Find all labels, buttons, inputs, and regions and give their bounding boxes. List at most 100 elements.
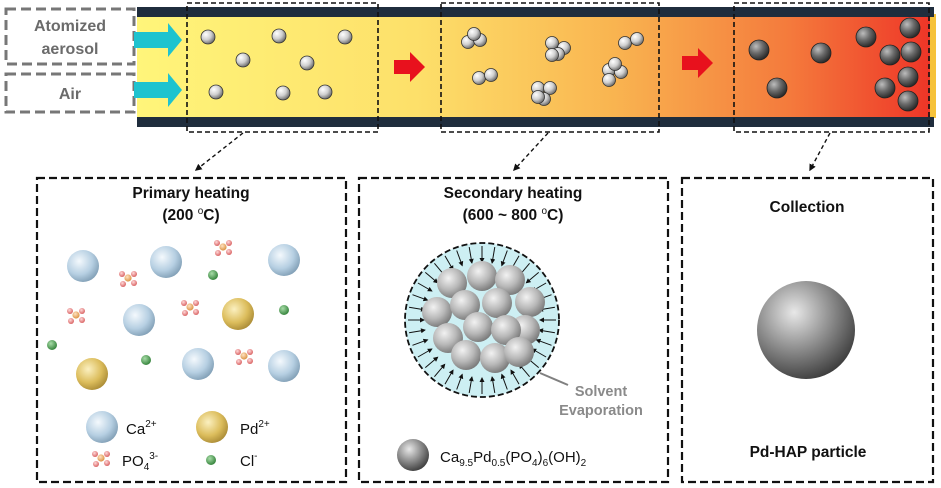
zone-box-collection — [733, 2, 930, 133]
particle — [897, 90, 919, 112]
zone2-clusters — [461, 27, 644, 106]
panel-collection-title: Collection — [770, 199, 845, 216]
flow-arrow-1 — [394, 52, 425, 82]
evaporation-arrow — [490, 376, 496, 393]
evaporation-arrow — [424, 272, 439, 284]
droplet — [235, 52, 251, 68]
air-label: Air — [59, 86, 81, 103]
particle — [879, 44, 901, 66]
cl-ion — [141, 355, 151, 365]
particle-cluster — [545, 36, 571, 62]
evaporation-arrow — [531, 348, 547, 358]
aerosol-inlet-arrow — [134, 23, 182, 57]
evaporation-arrow — [412, 338, 429, 346]
tube-bottom-wall — [137, 117, 934, 127]
particle-cluster — [472, 68, 498, 85]
evaporation-arrow — [500, 250, 508, 267]
po4-ion — [67, 308, 85, 324]
product-formula: Ca9.5Pd0.5(PO4)6(OH)2 — [440, 449, 587, 469]
legend-ca-label: Ca2+ — [126, 419, 157, 438]
zone-box-secondary — [440, 2, 660, 133]
tube-reactor — [137, 7, 936, 127]
particle — [897, 66, 919, 88]
evaporation-arrow — [525, 272, 540, 284]
pd-hap-particle — [757, 281, 855, 379]
evaporation-arrow — [510, 369, 520, 385]
particle-cluster — [602, 57, 628, 87]
ca-ion — [182, 348, 214, 380]
pd-ion — [222, 298, 254, 330]
ca-ion — [268, 350, 300, 382]
evaporation-arrow — [412, 294, 429, 302]
pd-ion — [76, 358, 108, 390]
particle — [748, 39, 770, 61]
ca-ion — [268, 244, 300, 276]
particle-aggregate — [422, 261, 545, 373]
po4-ion — [214, 240, 232, 256]
particle — [766, 77, 788, 99]
connector-primary — [194, 132, 244, 171]
solvent-annotation-line1: Solvent — [575, 384, 628, 400]
evaporation-arrow — [456, 373, 464, 390]
ca-ion — [150, 246, 182, 278]
evaporation-arrow — [444, 255, 454, 271]
particle — [900, 41, 922, 63]
cl-ion — [279, 305, 289, 315]
po4-ion — [119, 271, 137, 287]
solvent-annotation-line2: Evaporation — [559, 403, 643, 419]
evaporation-arrow — [490, 247, 496, 264]
po4-ion — [181, 300, 199, 316]
particle-cluster — [531, 81, 557, 106]
droplet — [337, 29, 353, 45]
connector-collection — [809, 132, 831, 172]
evaporation-arrow — [444, 369, 454, 385]
product-label: Pd-HAP particle — [750, 444, 867, 461]
evaporation-arrow — [434, 363, 446, 378]
aerosol-label-line1: Atomized — [34, 18, 106, 35]
evaporation-arrow — [424, 356, 439, 368]
legend-pd-swatch — [196, 411, 228, 443]
legend-po4-label: PO43- — [122, 451, 158, 473]
panel-secondary-title: Secondary heating — [444, 185, 583, 202]
evaporation-arrow — [417, 348, 433, 358]
evaporation-arrow — [456, 250, 464, 267]
evaporation-arrow — [535, 338, 552, 346]
evaporation-arrow — [409, 328, 426, 334]
connector-secondary — [513, 132, 549, 172]
cl-ion — [47, 340, 57, 350]
evaporation-arrow — [468, 376, 474, 393]
evaporation-arrow — [417, 282, 433, 292]
panel-collection: Collection Pd-HAP particle — [680, 176, 935, 484]
aerosol-label-line2: aerosol — [42, 41, 99, 58]
evaporation-arrow — [468, 247, 474, 264]
panel-primary-title: Primary heating — [132, 185, 249, 202]
ca-ion — [67, 250, 99, 282]
panel-primary-heating: Primary heating (200 oC) — [35, 176, 348, 484]
product-swatch — [397, 439, 429, 471]
panel-primary-temp: (200 oC) — [162, 206, 219, 224]
particle-cluster — [461, 27, 487, 49]
flow-arrow-2 — [682, 48, 713, 78]
po4-ion — [235, 349, 253, 365]
solvent-annotation-leader — [539, 372, 569, 386]
air-inlet: Air — [4, 72, 136, 114]
droplet — [299, 55, 315, 71]
particle — [899, 17, 921, 39]
particle — [874, 77, 896, 99]
particle-cluster — [618, 32, 644, 50]
particle — [810, 42, 832, 64]
zone1-droplets — [200, 28, 353, 101]
droplet — [271, 28, 287, 44]
particle — [855, 26, 877, 48]
panel-secondary-temp: (600 ~ 800 oC) — [463, 206, 564, 224]
evaporation-arrow — [538, 328, 555, 334]
legend-cl-swatch — [206, 455, 216, 465]
tube-top-wall — [137, 7, 934, 17]
droplet — [200, 29, 216, 45]
droplet — [275, 85, 291, 101]
droplet — [317, 84, 333, 100]
legend-po4-swatch — [92, 451, 110, 467]
evaporation-arrow — [500, 373, 508, 390]
panel-secondary-heating: Secondary heating (600 ~ 800 oC) Solvent… — [357, 176, 670, 484]
